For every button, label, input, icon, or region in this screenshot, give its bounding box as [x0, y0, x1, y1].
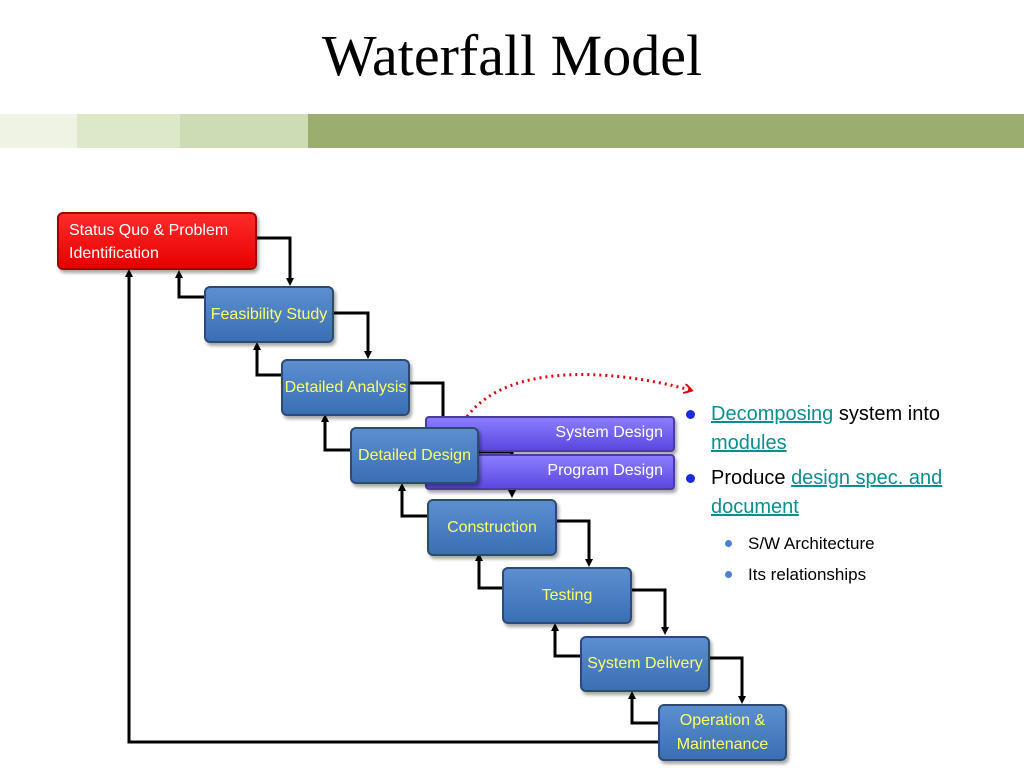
flow-arrow-7: [709, 656, 746, 704]
decomposing-link[interactable]: Decomposing: [711, 403, 834, 425]
feedback-arrow-2: [253, 342, 281, 377]
bullet-item-2-text: Produce: [711, 467, 792, 489]
stage-design-label: Detailed Design: [358, 446, 471, 464]
flow-arrow-1: [257, 236, 294, 286]
stage-testing-label: Testing: [541, 586, 593, 604]
stage-construction: Construction: [427, 499, 557, 556]
feedback-arrow-long: [125, 269, 658, 744]
stage-feasibility-label: Feasibility Study: [210, 305, 328, 323]
stage-construction-label: Construction: [447, 518, 537, 536]
bullet-item-1-text: system into: [833, 403, 940, 425]
stage-status-quo: Status Quo & Problem Identification: [57, 212, 257, 270]
flow-arrow-3: [409, 381, 447, 428]
sub-bullet-2-text: Its relationships: [748, 565, 867, 584]
page-title: Waterfall Model: [321, 23, 703, 88]
design-bullet-list: Decomposing system into modules Produce …: [686, 400, 1006, 590]
stage-delivery: System Delivery: [580, 636, 710, 692]
sub-bullet-2: Its relationships: [686, 559, 1006, 590]
feedback-arrow-1: [175, 270, 204, 299]
bullet-dot-icon: [686, 410, 695, 419]
stage-status-quo-label: Status Quo & Problem Identification: [69, 222, 229, 262]
stage-analysis: Detailed Analysis: [281, 359, 410, 416]
flow-arrow-6: [631, 588, 669, 635]
modules-link[interactable]: modules: [711, 432, 787, 454]
flow-arrow-5: [556, 519, 593, 567]
design-spec-link[interactable]: design spec. and document: [711, 467, 943, 518]
bullet-item-2: Produce design spec. and document: [686, 464, 1006, 522]
bullet-item-1: Decomposing system into modules: [686, 400, 1006, 458]
stage-operation: Operation & Maintenance: [658, 704, 787, 761]
stage-design: Detailed Design: [350, 427, 479, 484]
feedback-arrow-3: [321, 414, 350, 452]
stage-testing: Testing: [502, 567, 632, 624]
sub-bullet-1-text: S/W Architecture: [748, 534, 875, 553]
feedback-arrow-4: [398, 483, 427, 518]
stage-analysis-label: Detailed Analysis: [284, 378, 407, 396]
feedback-arrow-7: [628, 691, 658, 725]
header-bar-segment-2: [77, 114, 180, 148]
feedback-arrow-5: [475, 553, 502, 590]
bullet-dot-icon: [686, 474, 695, 483]
sub-bullet-dot-icon: [725, 571, 732, 578]
stage-operation-label: Operation & Maintenance: [676, 711, 769, 753]
stage-delivery-label: System Delivery: [587, 655, 703, 672]
sub-bullet-1: S/W Architecture: [686, 528, 1006, 559]
header-bar-segment-4: [308, 114, 1024, 148]
flow-arrow-2: [333, 311, 372, 359]
stage-feasibility: Feasibility Study: [204, 286, 334, 343]
header-bar-segment-3: [180, 114, 308, 148]
header-bar-segment-1: [0, 114, 77, 148]
sub-bullet-dot-icon: [725, 540, 732, 547]
feedback-arrow-6: [551, 623, 580, 658]
